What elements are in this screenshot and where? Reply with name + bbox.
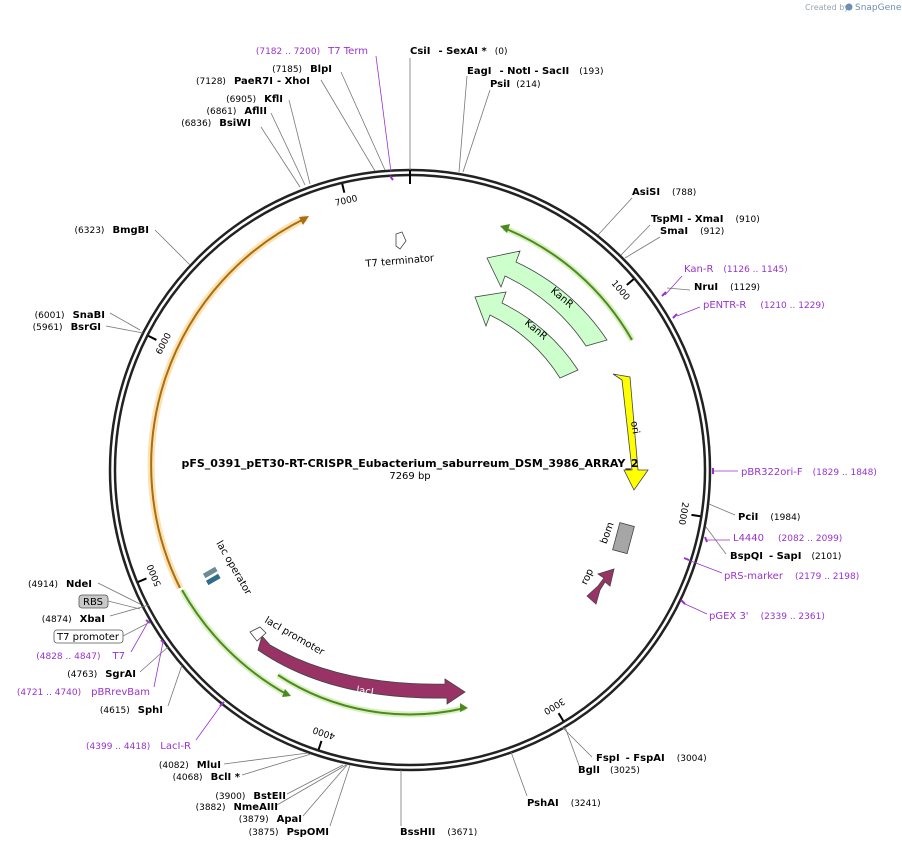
primer-laci-r[interactable]: (4399 .. 4418)LacI-R [86,741,191,752]
tick-mark [626,278,635,286]
laci-arrow[interactable] [257,635,466,705]
primer-l4440[interactable]: L4440(2082 .. 2099) [733,533,842,544]
primer-prs-marker[interactable]: pRS-marker(2179 .. 2198) [724,571,859,582]
primer-t7[interactable]: (4828 .. 4847)T7 [36,651,125,662]
tick-label: 2000 [676,501,690,525]
laci-promoter-arrow[interactable] [249,626,267,642]
credit-text: Created by [805,3,849,12]
rop-label: rop [579,567,596,586]
enzyme-bmgbi[interactable]: (6323)BmgBI [75,225,149,236]
tick-mark [557,712,565,722]
t7-promoter-label: T7 promoter [56,632,120,643]
enzyme-smai[interactable]: SmaI(912) [660,226,724,237]
enzyme-apai[interactable]: (3879)ApaI [239,814,302,825]
kanr-arrow-1[interactable] [486,250,608,347]
credit-brand: SnapGene [855,3,902,13]
green-arc-2 [277,674,466,716]
enzyme-bsrgi[interactable]: (5961)BsrGI [33,322,101,333]
tick-mark [341,183,346,193]
enzyme-csii[interactable]: CsiI- SexAI *(0) [410,46,507,57]
primer-pbr322ori-f[interactable]: pBR322ori-F(1829 .. 1848) [741,467,877,478]
tick-label: 6000 [155,331,174,356]
enzyme-nrui[interactable]: NruI(1129) [694,282,760,293]
enzyme-ndei[interactable]: (4914)NdeI [28,579,92,590]
enzyme-psii[interactable]: PsiI(214) [490,79,540,90]
bom-box[interactable] [612,522,635,555]
enzyme-blpi[interactable]: (7185)BlpI [272,64,332,75]
orange-arc-arrow [299,216,309,225]
tick-label: 1000 [609,279,632,303]
enzyme-pspomi[interactable]: (3875)PspOMI [249,827,329,838]
enzyme-paer7i[interactable]: (7128)PaeR7I- XhoI [196,76,310,87]
green-arc-2-arrow [460,703,468,712]
bom-label: bom [599,521,617,546]
green-arc-1-glow [179,588,290,698]
t7-terminator-arrow[interactable] [395,231,407,250]
lac-operator-box-2[interactable] [205,573,221,586]
lac-operator-box[interactable] [202,566,218,579]
enzyme-aflii[interactable]: (6861)AflII [206,106,267,117]
rop-arrow[interactable] [586,568,615,605]
primer-pgex3[interactable]: pGEX 3'(2339 .. 2361) [709,611,825,622]
enzyme-bsteii[interactable]: (3900)BstEII [215,791,286,802]
ori-arrow[interactable] [612,373,649,491]
plasmid-size: 7269 bp [389,471,430,482]
enzyme-bcli[interactable]: (4068)BclI * [173,772,241,783]
tick-label: 4000 [311,724,336,741]
enzyme-sphi[interactable]: (4615)SphI [100,705,163,716]
kanr-arrow-2[interactable] [474,291,579,379]
enzyme-kfli[interactable]: (6905)KflI [226,94,283,105]
enzyme-nmeaiii[interactable]: (3882)NmeAIII [196,802,278,813]
t7-terminator-label: T7 terminator [364,253,435,270]
plasmid-name: pFS_0391_pET30-RT-CRISPR_Eubacterium_sab… [181,457,638,470]
kanr-arc-arrow [500,224,510,233]
green-arc-1-arrow [282,689,291,697]
enzyme-bsshii[interactable]: BssHII(3671) [400,827,477,838]
primer-labels: (7182 .. 7200)T7 Term Kan-R(1126 .. 1145… [17,46,877,752]
rbs-box[interactable] [78,594,109,609]
enzyme-pshai[interactable]: PshAI(3241) [527,798,601,809]
enzyme-bgli[interactable]: BglI(3025) [578,765,640,776]
tick-label: 7000 [334,194,359,209]
kanr-arc [503,227,633,341]
enzyme-sgrai[interactable]: (4763)SgrAI [67,669,136,680]
enzyme-fspi[interactable]: FspI- FspAI(3004) [596,753,707,764]
lac-operator-label: lac operator [213,539,253,598]
tick-mark [317,740,323,750]
enzyme-snabi[interactable]: (6001)SnaBI [35,310,105,321]
tick-mark [137,577,147,583]
leader-lines [97,55,738,827]
rbs-label: RBS [83,597,103,608]
enzyme-labels: CsiI- SexAI *(0) EagI- NotI - SacII(193)… [28,46,841,838]
t7-promoter-box[interactable] [53,629,124,644]
ori-label: ori [628,420,641,435]
primer-t7-term[interactable]: (7182 .. 7200)T7 Term [256,46,368,57]
laci-label: lacI [356,685,375,698]
primer-pbrrevbam[interactable]: (4721 .. 4740)pBRrevBam [17,687,150,698]
enzyme-bspqi[interactable]: BspQI- SapI(2101) [730,551,841,562]
tick-label: 3000 [541,695,566,716]
green-arc-1 [181,589,289,696]
enzyme-tspmi[interactable]: TspMI- XmaI(910) [651,214,760,225]
enzyme-bsiwi[interactable]: (6836)BsiWI [181,118,251,129]
tick-mark [691,513,701,518]
tick-mark [147,334,157,341]
enzyme-pcii[interactable]: PciI(1984) [738,512,800,523]
enzyme-eagi[interactable]: EagI- NotI - SacII(193) [467,66,603,77]
enzyme-xbai[interactable]: (4874)XbaI [42,614,105,625]
snapgene-logo-icon [845,3,853,11]
primer-kan-r[interactable]: Kan-R(1126 .. 1145) [684,264,788,275]
orange-arc [150,217,307,589]
primer-pentr-r[interactable]: pENTR-R(1210 .. 1229) [703,300,825,311]
tick-label: 5000 [146,562,164,587]
enzyme-mlui[interactable]: (4082)MluI [159,760,221,771]
enzyme-asisi[interactable]: AsiSI(788) [632,187,696,198]
